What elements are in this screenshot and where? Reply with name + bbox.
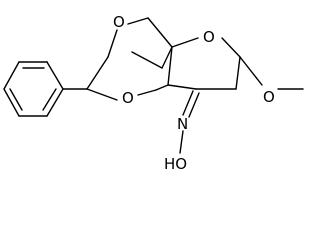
atom-n-oxime: N: [177, 115, 188, 133]
acetal-o-bond: [107, 29, 118, 58]
phenyl-ring: [3, 61, 64, 117]
ring-bond: [235, 56, 241, 90]
phenyl-inner-bond: [42, 88, 57, 111]
acetal-ch2-bond: [147, 17, 173, 48]
acetal-bond: [131, 51, 163, 69]
phenyl-bond: [3, 61, 20, 90]
benzylidene-acetal-ring: [62, 46, 173, 101]
acetal-bond: [161, 46, 173, 69]
phenyl-bond: [46, 88, 64, 117]
chemical-structure: O O O N HO O: [3, 13, 304, 172]
oxime-group: [179, 90, 200, 154]
atom-o-lower: O: [122, 89, 134, 107]
atom-o-ring: O: [203, 28, 215, 46]
atom-o-upper: O: [113, 13, 125, 31]
atom-ho: HO: [164, 155, 187, 172]
phenyl-inner-bond: [9, 88, 23, 111]
methoxy-group: [239, 56, 304, 90]
oxime-n-o-bond: [179, 130, 184, 154]
atom-o-methoxy: O: [263, 88, 275, 106]
ring-bond: [221, 37, 241, 58]
pyranose-ring: [167, 37, 241, 90]
acetal-bond: [86, 88, 118, 101]
acetal-bond: [137, 89, 157, 96]
phenyl-bond: [3, 88, 20, 117]
phenyl-bond: [46, 61, 64, 90]
methoxy-bond: [239, 56, 263, 86]
ring-bond: [171, 37, 199, 48]
oxime-double-bond: [182, 90, 194, 116]
acetal-ch2-bond: [127, 17, 149, 25]
acetal-bond: [155, 84, 169, 91]
acetal-bond: [86, 56, 109, 90]
oxime-double-bond: [188, 92, 200, 118]
ring-bond: [167, 46, 173, 86]
ring-bond: [167, 84, 197, 90]
